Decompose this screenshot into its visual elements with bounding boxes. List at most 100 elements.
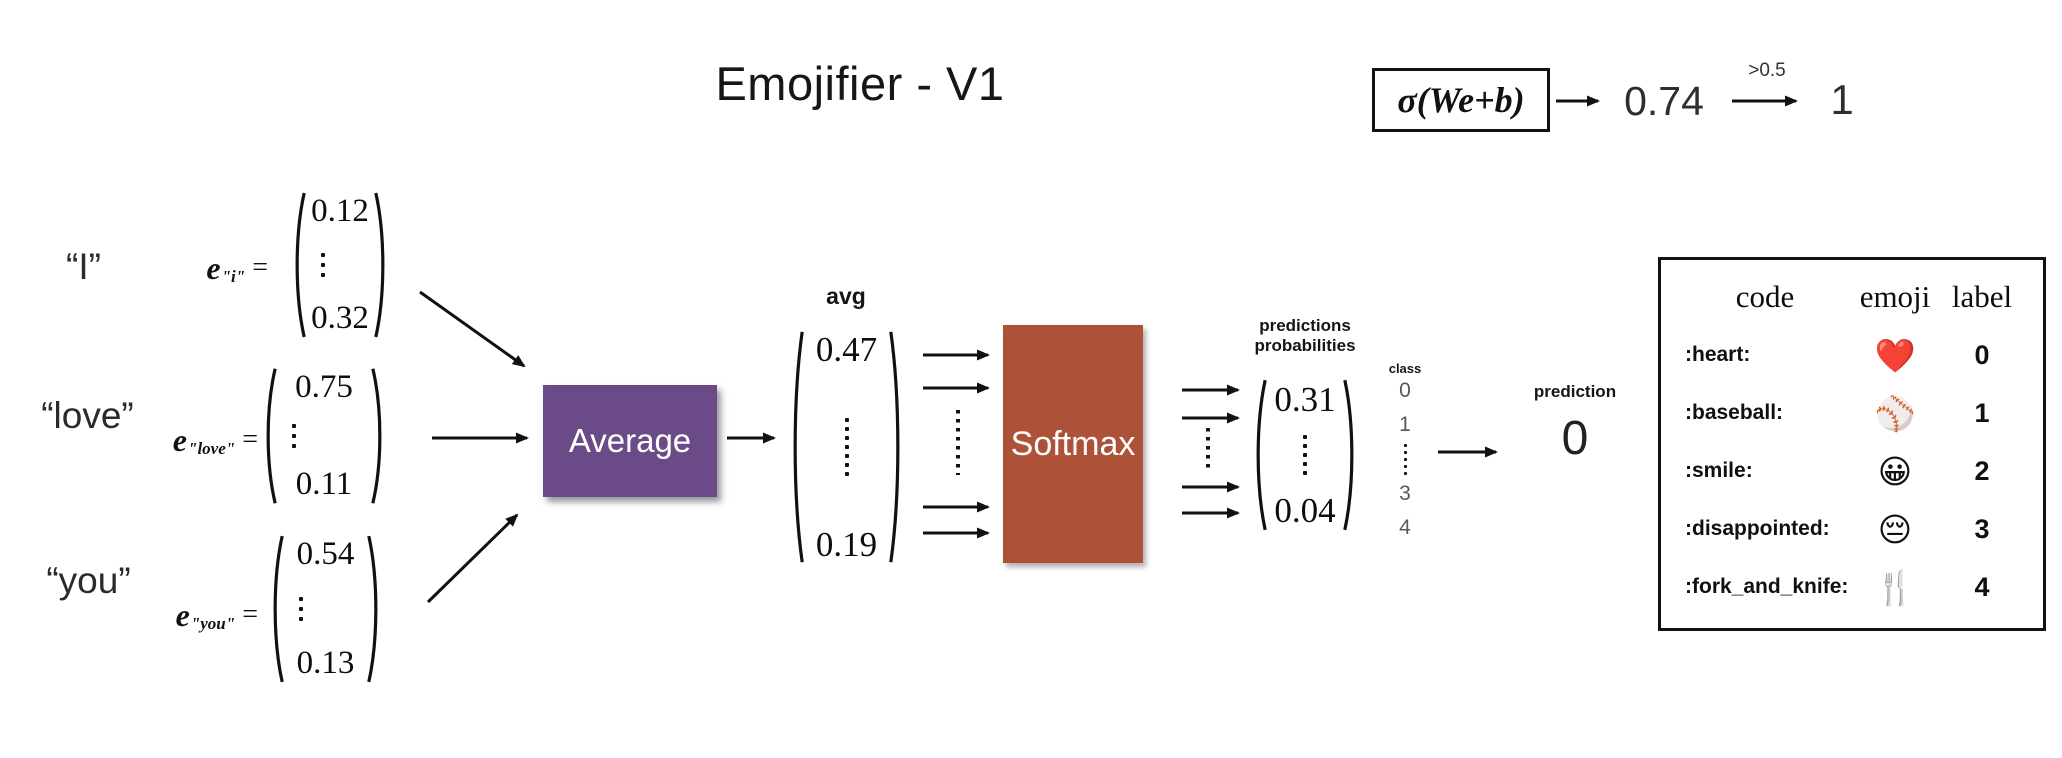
sigmoid-output-value: 0.74 (1624, 78, 1704, 124)
paren-left-icon (270, 533, 285, 685)
emoji-smile: 😀 (1877, 451, 1913, 491)
emoji-label: 4 (1974, 571, 1990, 602)
class-value: 0 (1399, 379, 1411, 402)
vdots-icon (299, 594, 303, 624)
vdots-icon (321, 250, 325, 280)
class-axis: 0 1 3 4 (1383, 380, 1427, 538)
arrow-input3-to-average (426, 513, 519, 604)
class-value: 4 (1399, 516, 1411, 539)
embedding-vector-love: 0.75 0.11 (263, 366, 385, 506)
emoji-code: :smile: (1685, 459, 1753, 482)
emoji-disappointed: 😔 (1877, 509, 1913, 549)
emoji-baseball: ⚾ (1874, 393, 1916, 433)
emoji-label: 3 (1974, 513, 1990, 544)
vector-values: 0.54 0.13 (285, 533, 366, 685)
equals-sign: = (252, 252, 268, 283)
vector-values: 0.47 0.19 (805, 327, 888, 567)
embedding-subscript: "i" (221, 267, 246, 286)
vector-values: 0.31 0.04 (1268, 377, 1342, 533)
embedding-label-you: e"you" = (140, 595, 258, 635)
paren-right-icon (370, 366, 385, 506)
vector-bottom-value: 0.32 (311, 300, 369, 336)
table-row: :fork_and_knife: 🍴 4 (1685, 558, 2019, 616)
embedding-vector-you: 0.54 0.13 (270, 533, 381, 685)
emoji-code: :heart: (1685, 343, 1751, 366)
vector-bottom-value: 0.04 (1274, 491, 1336, 530)
input-word-i: “I” (66, 246, 101, 287)
paren-right-icon (373, 190, 388, 340)
class-value: 3 (1399, 482, 1411, 505)
paren-left-icon (292, 190, 307, 340)
emoji-code: :baseball: (1685, 401, 1784, 424)
predictions-label-line2: probabilities (1254, 336, 1356, 356)
emoji-code: :fork_and_knife: (1685, 575, 1849, 598)
input-word-you: “you” (46, 560, 131, 601)
embedding-label-love: e"love" = (140, 420, 258, 460)
paren-right-icon (888, 327, 903, 567)
vector-bottom-value: 0.11 (295, 466, 353, 502)
table-header-row: code emoji label (1685, 268, 2019, 326)
input-word-love: “love” (41, 395, 134, 436)
embedding-vector-i: 0.12 0.32 (292, 190, 388, 340)
header-code: code (1735, 279, 1795, 314)
embedding-subscript: "you" (190, 614, 236, 633)
average-label: Average (568, 422, 692, 459)
avg-vector: 0.47 0.19 (790, 327, 903, 567)
table-row: :baseball: ⚾ 1 (1685, 384, 2019, 442)
sigmoid-formula-box: σ(We+b) (1372, 68, 1550, 132)
vdots-icon (1303, 433, 1307, 478)
paren-left-icon (1253, 377, 1268, 533)
header-emoji: emoji (1859, 279, 1931, 314)
vdots-icon (844, 416, 849, 479)
emoji-fork-and-knife: 🍴 (1874, 567, 1916, 607)
vector-top-value: 0.54 (296, 536, 355, 572)
class-label: class (1388, 361, 1422, 376)
sigmoid-formula: σ(We+b) (1397, 80, 1525, 120)
embedding-label-i: e"i" = (150, 248, 268, 288)
emoji-table: code emoji label :heart: ❤️ 0 :baseball:… (1658, 257, 2046, 631)
vector-bottom-value: 0.19 (815, 525, 878, 564)
prediction-label: prediction (1533, 382, 1617, 401)
paren-left-icon (263, 366, 278, 506)
vdots-icon (292, 421, 296, 451)
table-row: :disappointed: 😔 3 (1685, 500, 2019, 558)
arrow-input1-to-average (419, 290, 526, 368)
emoji-label: 0 (1974, 339, 1990, 370)
threshold-label: >0.5 (1748, 60, 1786, 81)
embedding-subscript: "love" (188, 439, 236, 458)
page-title: Emojifier - V1 (715, 57, 1005, 110)
average-box: Average (543, 385, 717, 497)
vector-top-value: 0.75 (295, 369, 353, 405)
emoji-label: 2 (1974, 455, 1990, 486)
vector-top-value: 0.47 (815, 330, 878, 369)
vector-bottom-value: 0.13 (296, 645, 355, 681)
equals-sign: = (242, 424, 258, 455)
vector-top-value: 0.31 (1274, 380, 1336, 419)
avg-label: avg (826, 283, 866, 309)
equals-sign: = (242, 599, 258, 630)
binary-output-value: 1 (1830, 76, 1854, 123)
vector-values: 0.75 0.11 (278, 366, 370, 506)
predictions-probabilities-label: predictions probabilities (1222, 316, 1388, 357)
table-row: :heart: ❤️ 0 (1685, 326, 2019, 384)
embedding-symbol: e (175, 596, 190, 633)
softmax-label: Softmax (1010, 424, 1136, 463)
vector-top-value: 0.12 (311, 193, 369, 229)
vector-values: 0.12 0.32 (307, 190, 373, 340)
predictions-vector: 0.31 0.04 (1253, 377, 1357, 533)
softmax-box: Softmax (1003, 325, 1143, 563)
table-row: :smile: 😀 2 (1685, 442, 2019, 500)
class-value: 1 (1399, 413, 1411, 436)
predictions-label-line1: predictions (1259, 316, 1351, 335)
paren-right-icon (366, 533, 381, 685)
paren-left-icon (790, 327, 805, 567)
embedding-symbol: e (172, 421, 187, 458)
header-label: label (1951, 279, 2013, 314)
emoji-label: 1 (1974, 397, 1990, 428)
emoji-code: :disappointed: (1685, 517, 1830, 540)
embedding-symbol: e (206, 249, 221, 286)
prediction-value: 0 (1561, 412, 1589, 465)
class-vdots-icon (1403, 442, 1407, 477)
emoji-heart: ❤️ (1874, 335, 1916, 375)
